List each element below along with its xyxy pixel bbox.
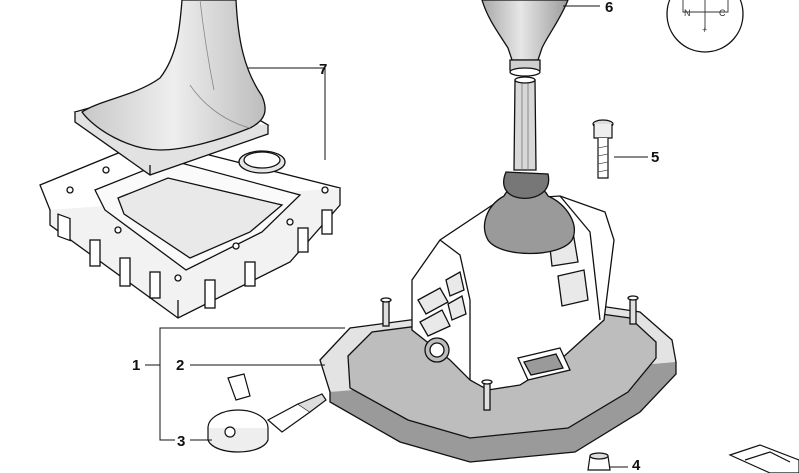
callout-leaders — [145, 5, 648, 468]
shift-lever-housing-part — [319, 76, 677, 463]
callout-4: 4 — [632, 457, 641, 473]
callout-1: 1 — [132, 357, 141, 374]
bolt-part — [592, 119, 614, 179]
callout-5: 5 — [651, 149, 660, 166]
callout-6: 6 — [605, 0, 614, 16]
gear-knob-part — [481, 0, 569, 77]
callout-7: 7 — [319, 61, 328, 78]
callout-2: 2 — [176, 357, 185, 374]
knob-mark-n: N — [684, 8, 691, 18]
knob-mark-plus: + — [702, 25, 708, 35]
sensor-part — [207, 373, 327, 453]
bmw-diagram-arrow-icon — [728, 444, 799, 473]
shift-boot-frame-part — [39, 0, 342, 319]
knob-mark-c: C — [719, 8, 726, 18]
clip-part — [587, 452, 611, 471]
callout-3: 3 — [177, 433, 186, 450]
knob-shift-pattern-emblem — [666, 0, 744, 53]
